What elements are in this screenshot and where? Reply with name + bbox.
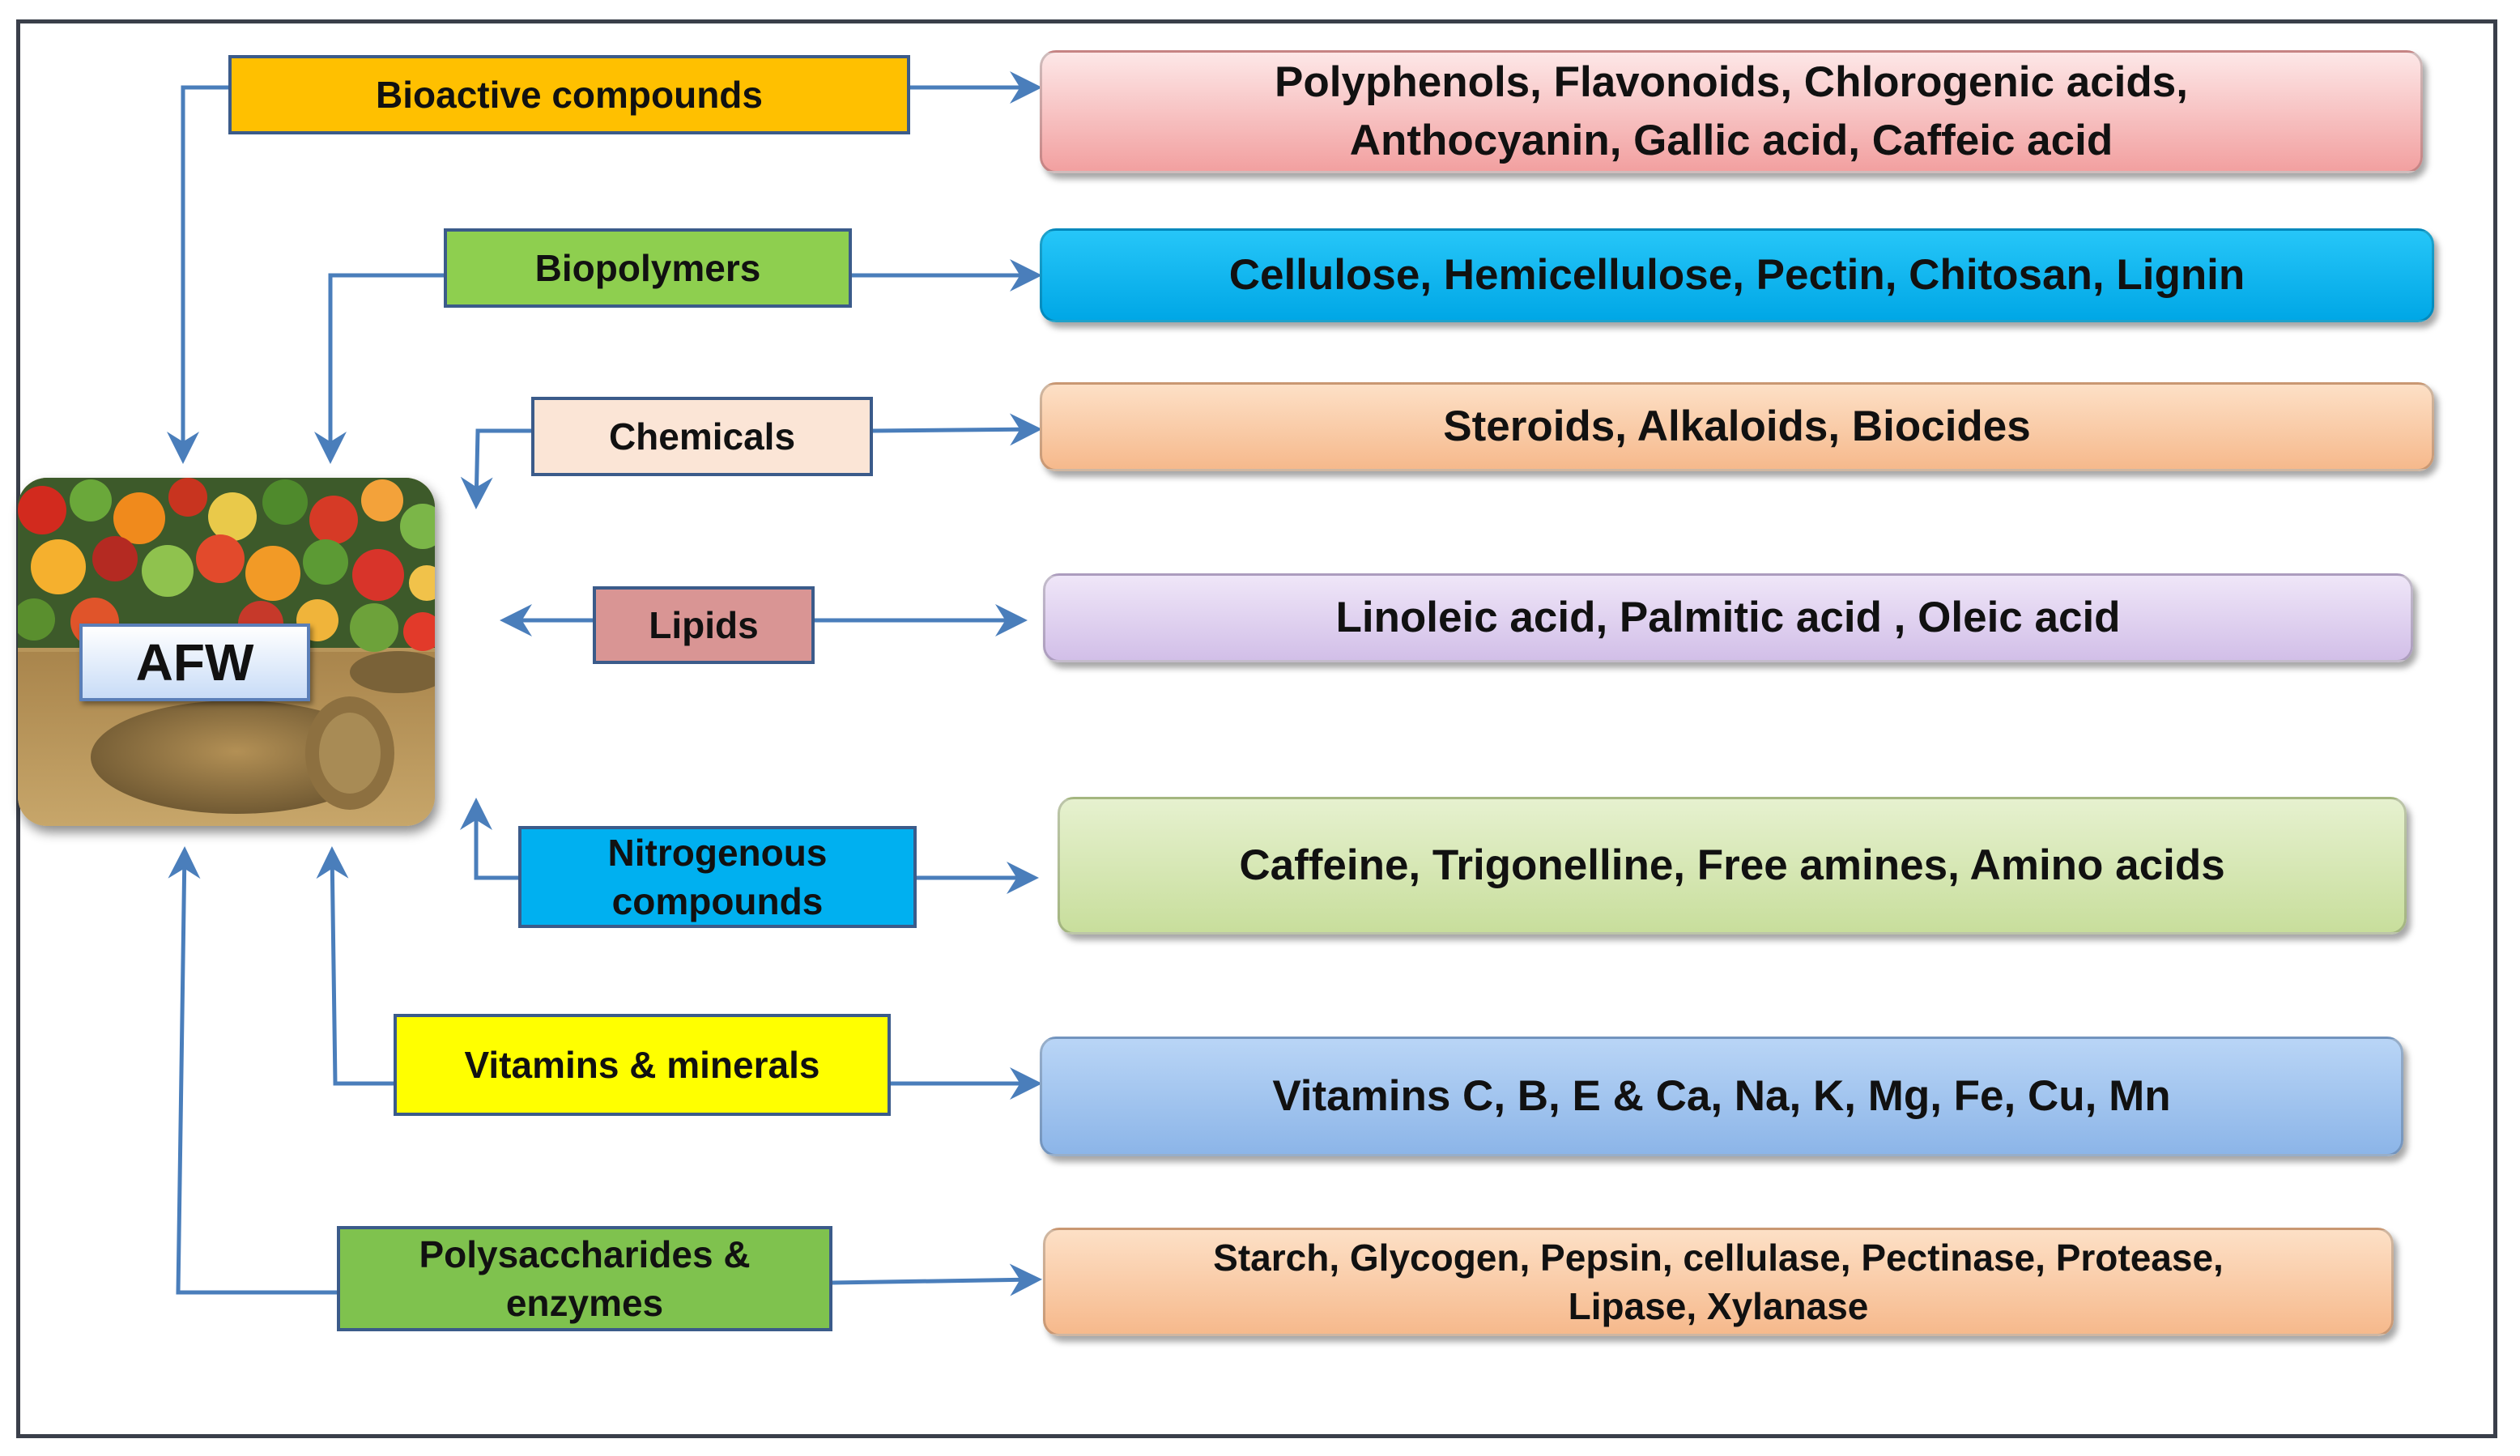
category-chemicals: Chemicals: [531, 397, 873, 476]
arrow-polysaccharides-to-afw: [168, 846, 337, 1295]
result-bioactive-compounds: Polyphenols, Flavonoids, Chlorogenic aci…: [1040, 50, 2423, 173]
result-lipids: Linoleic acid, Palmitic acid , Oleic aci…: [1043, 573, 2413, 662]
arrow-vitamins-to-afw: [316, 846, 394, 1086]
food-waste-photo: [18, 478, 435, 826]
arrow-bioactive-to-afw: [167, 85, 228, 464]
afw-image: [18, 478, 435, 826]
result-nitrogenous-compounds: Caffeine, Trigonelline, Free amines, Ami…: [1058, 797, 2407, 934]
afw-label: AFW: [79, 624, 310, 701]
category-polysaccharides-enzymes: Polysaccharides & enzymes: [337, 1226, 832, 1331]
arrow-chemicals-to-afw: [460, 428, 531, 509]
arrow-chemicals-to-result: [872, 413, 1042, 446]
result-polysaccharides-enzymes: Starch, Glycogen, Pepsin, cellulase, Pec…: [1043, 1228, 2394, 1336]
arrow-biopolymers-to-afw: [314, 273, 444, 464]
result-chemicals: Steroids, Alkaloids, Biocides: [1040, 382, 2434, 471]
category-vitamins-minerals: Vitamins & minerals: [394, 1014, 891, 1116]
result-vitamins-minerals: Vitamins C, B, E & Ca, Na, K, Mg, Fe, Cu…: [1040, 1037, 2403, 1156]
category-lipids: Lipids: [593, 586, 815, 664]
result-biopolymers: Cellulose, Hemicellulose, Pectin, Chitos…: [1040, 228, 2434, 322]
category-bioactive-compounds: Bioactive compounds: [228, 55, 910, 134]
category-nitrogenous-compounds: Nitrogenous compounds: [518, 826, 917, 928]
arrow-nitrogenous-to-afw: [460, 798, 518, 880]
arrow-polysaccharides-to-result: [832, 1263, 1042, 1296]
category-biopolymers: Biopolymers: [444, 228, 852, 308]
